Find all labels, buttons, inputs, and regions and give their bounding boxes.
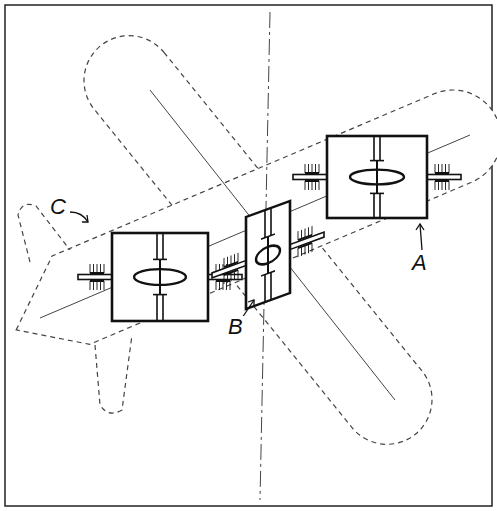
leader-arrows (70, 212, 424, 318)
callout-letter: C (48, 196, 68, 218)
callout-letter: A (410, 252, 429, 274)
aircraft-outline (0, 17, 497, 462)
callout-letter: B (226, 316, 245, 338)
gyroscope-gimbals (78, 136, 461, 321)
axis-lines (40, 12, 470, 500)
